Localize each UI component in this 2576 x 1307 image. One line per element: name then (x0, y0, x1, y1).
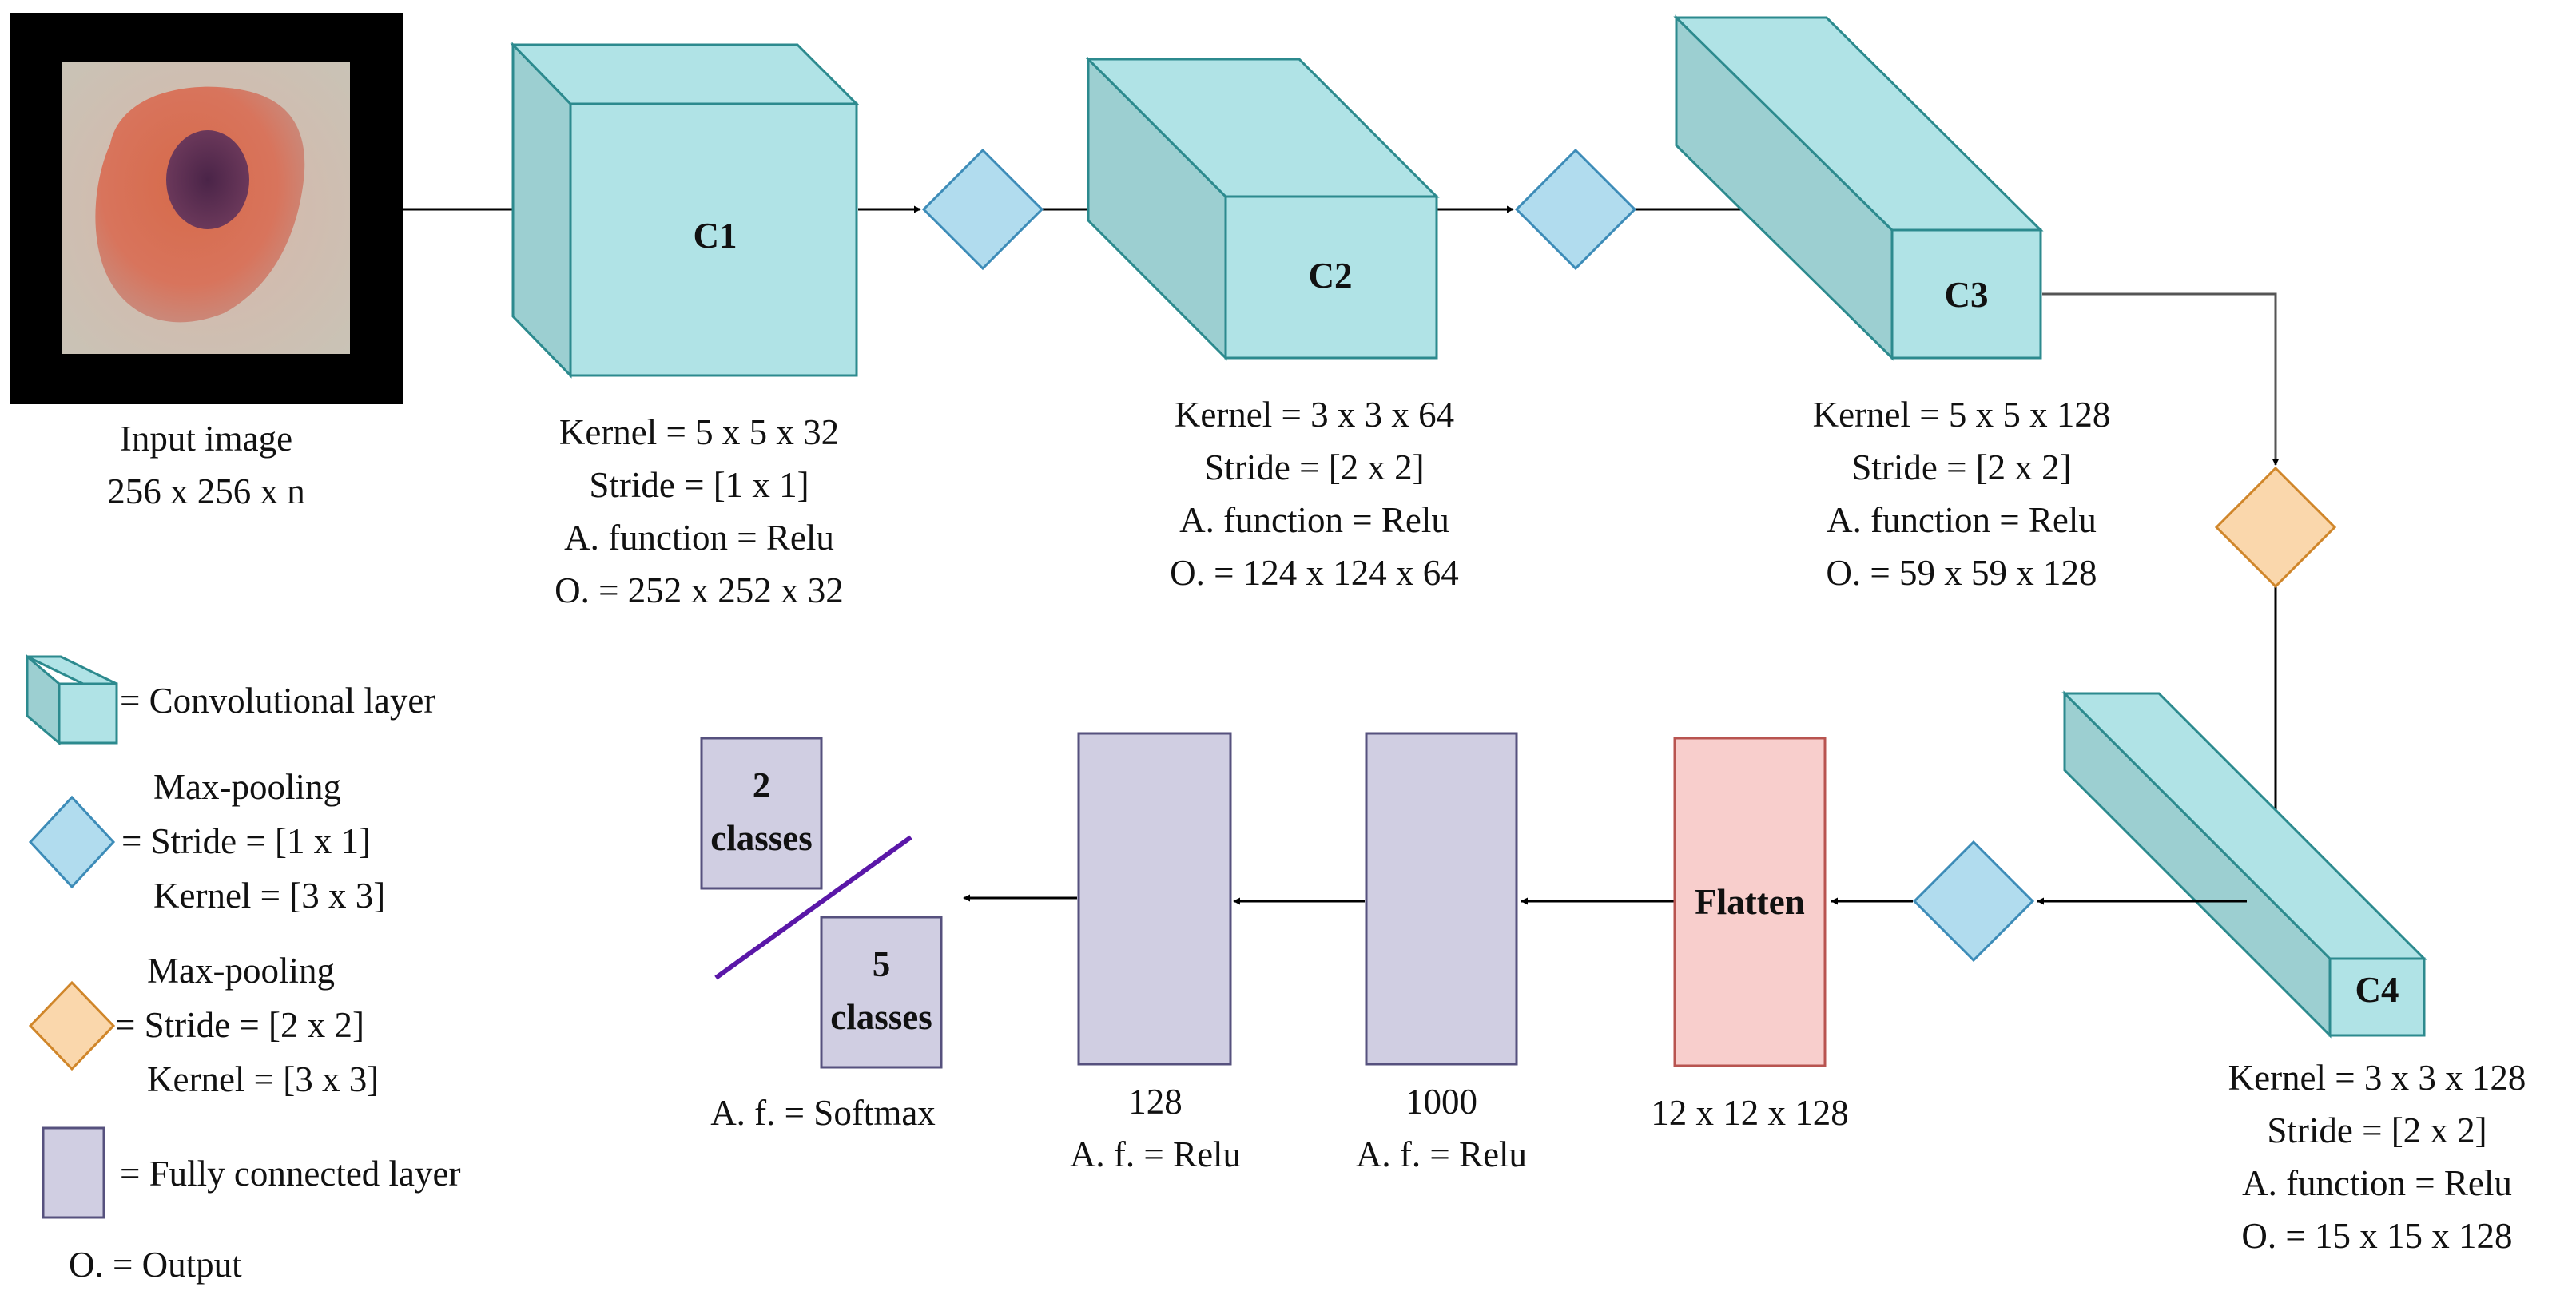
c3-caption: Kernel = 5 x 5 x 128 Stride = [2 x 2] A.… (1812, 395, 2111, 593)
output-2-classes-label: 2 classes (710, 765, 813, 858)
output-5-classes-label: 5 classes (830, 944, 932, 1037)
output-divider (714, 835, 912, 980)
legend-output-text: O. = Output (69, 1245, 242, 1285)
input-caption: Input image 256 x 256 x n (107, 419, 305, 511)
legend-conv-text: = Convolutional layer (120, 681, 436, 721)
fc1000-caption: 1000 A. f. = Relu (1355, 1082, 1528, 1174)
output-5-classes-box (820, 916, 943, 1069)
c4-label: C4 (2355, 970, 2399, 1010)
conv-layer-c2 (1085, 56, 1440, 361)
legend-conv-icon (26, 654, 118, 746)
fc-layer-1000 (1365, 732, 1518, 1066)
output-2-classes-box (700, 737, 823, 890)
legend-fc-icon (42, 1126, 105, 1219)
c2-caption: Kernel = 3 x 3 x 64 Stride = [2 x 2] A. … (1170, 395, 1459, 593)
legend-pool1-icon (28, 795, 116, 889)
c3-label: C3 (1944, 275, 1989, 315)
legend-pool1-kernel: Kernel = [3 x 3] (153, 876, 386, 916)
max-pooling-1-icon (921, 148, 1044, 271)
conv-layer-c1 (510, 42, 860, 379)
c1-label: C1 (693, 216, 737, 256)
max-pooling-4-icon (1912, 840, 2035, 963)
c4-caption: Kernel = 3 x 3 x 128 Stride = [2 x 2] A.… (2228, 1058, 2526, 1256)
legend-pool2-title: Max-pooling (147, 951, 335, 991)
fc128-caption: 128 A. f. = Relu (1069, 1082, 1242, 1174)
c1-caption: Kernel = 5 x 5 x 32 Stride = [1 x 1] A. … (555, 412, 844, 610)
conv-layer-c3 (1673, 14, 2044, 361)
max-pooling-2-icon (1514, 148, 1637, 271)
legend-pool1-title: Max-pooling (153, 767, 341, 807)
c2-label: C2 (1308, 256, 1353, 296)
output-caption: A. f. = Softmax (710, 1093, 936, 1133)
arrow-c3-pool (2042, 292, 2280, 466)
flatten-layer (1673, 737, 1827, 1067)
legend-pool2-stride: = Stride = [2 x 2] (115, 1005, 364, 1045)
legend-pool1-stride: = Stride = [1 x 1] (121, 821, 371, 861)
legend-fc-text: = Fully connected layer (120, 1154, 461, 1194)
legend-pool2-icon (28, 980, 116, 1071)
fc-layer-128 (1077, 732, 1232, 1066)
flatten-caption: 12 x 12 x 128 (1651, 1093, 1849, 1133)
legend-pool2-kernel: Kernel = [3 x 3] (147, 1059, 380, 1099)
input-image (10, 13, 403, 404)
conv-layer-c4 (2061, 690, 2427, 1039)
flatten-label: Flatten (1695, 882, 1805, 922)
max-pooling-3-icon (2214, 466, 2337, 589)
